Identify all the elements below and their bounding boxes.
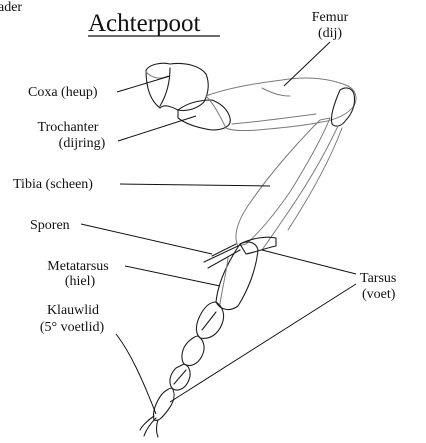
tibia-label: Tibia (scheen) bbox=[13, 177, 93, 192]
tibia-edge bbox=[288, 128, 342, 230]
femur-texture-2 bbox=[262, 88, 290, 96]
svg-text:Femur: Femur bbox=[312, 10, 349, 25]
sporen-label: Sporen bbox=[30, 218, 70, 233]
svg-text:Trochanter: Trochanter bbox=[38, 120, 99, 135]
tarsal-segment-4-line bbox=[174, 370, 186, 384]
label-femur: Femur (dij) bbox=[312, 10, 349, 41]
svg-text:(dij): (dij) bbox=[318, 26, 342, 41]
femur-label-line-2: (dij) bbox=[318, 26, 342, 41]
trochanter-shape bbox=[178, 100, 230, 130]
tibia-shadow bbox=[262, 126, 338, 250]
femur-shape bbox=[206, 78, 356, 131]
svg-text:(voet): (voet) bbox=[362, 287, 396, 302]
trochanter-label-line-1: Trochanter bbox=[38, 120, 99, 135]
corner-text: ader bbox=[0, 0, 22, 15]
coxa-shape bbox=[146, 63, 208, 110]
femur-label-line-1: Femur bbox=[312, 10, 349, 25]
svg-text:Tarsus: Tarsus bbox=[360, 271, 396, 286]
trochanter-label-line-2: (dijring) bbox=[59, 136, 106, 151]
label-klauwlid: Klauwlid (5° voetlid) bbox=[40, 303, 105, 335]
svg-text:Metatarsus: Metatarsus bbox=[47, 259, 108, 274]
leader-trochanter bbox=[118, 116, 196, 141]
tarsal-segment-2-line bbox=[202, 312, 216, 330]
tarsal-segment-3 bbox=[182, 336, 204, 366]
claw-2 bbox=[157, 420, 159, 437]
tarsus-label-line-1: Tarsus bbox=[360, 271, 396, 286]
tibia-shape bbox=[236, 118, 330, 246]
claw-segment bbox=[153, 388, 174, 421]
leader-coxa bbox=[117, 76, 170, 92]
leader-tarsus-lower bbox=[170, 284, 356, 402]
leader-klauwlid bbox=[116, 334, 156, 414]
svg-text:(hiel): (hiel) bbox=[65, 274, 96, 289]
leg-illustration bbox=[140, 63, 356, 437]
coxa-inner bbox=[160, 68, 170, 106]
label-metatarsus: Metatarsus (hiel) bbox=[47, 259, 108, 289]
leader-tibia bbox=[120, 184, 270, 186]
knee-shape bbox=[331, 88, 354, 126]
klauwlid-label-line-1: Klauwlid bbox=[47, 303, 99, 318]
svg-text:Klauwlid: Klauwlid bbox=[47, 303, 99, 318]
tarsus-label-line-2: (voet) bbox=[362, 287, 396, 302]
coxa-label: Coxa (heup) bbox=[28, 85, 98, 100]
label-tarsus: Tarsus (voet) bbox=[360, 271, 396, 302]
leader-sporen bbox=[81, 224, 212, 254]
leader-tarsus-upper bbox=[262, 250, 356, 274]
klauwlid-label-line-2: (5° voetlid) bbox=[40, 320, 105, 335]
svg-text:(dijring): (dijring) bbox=[59, 136, 106, 151]
claw-1 bbox=[144, 418, 156, 436]
diagram-title: Achterpoot bbox=[88, 10, 201, 37]
svg-text:(5° voetlid): (5° voetlid) bbox=[40, 320, 105, 335]
leader-metatarsus bbox=[125, 266, 220, 286]
femur-texture bbox=[232, 114, 316, 124]
label-trochanter: Trochanter (dijring) bbox=[38, 120, 106, 151]
metatarsus-label-line-2: (hiel) bbox=[65, 274, 96, 289]
metatarsus-label-line-1: Metatarsus bbox=[47, 259, 108, 274]
